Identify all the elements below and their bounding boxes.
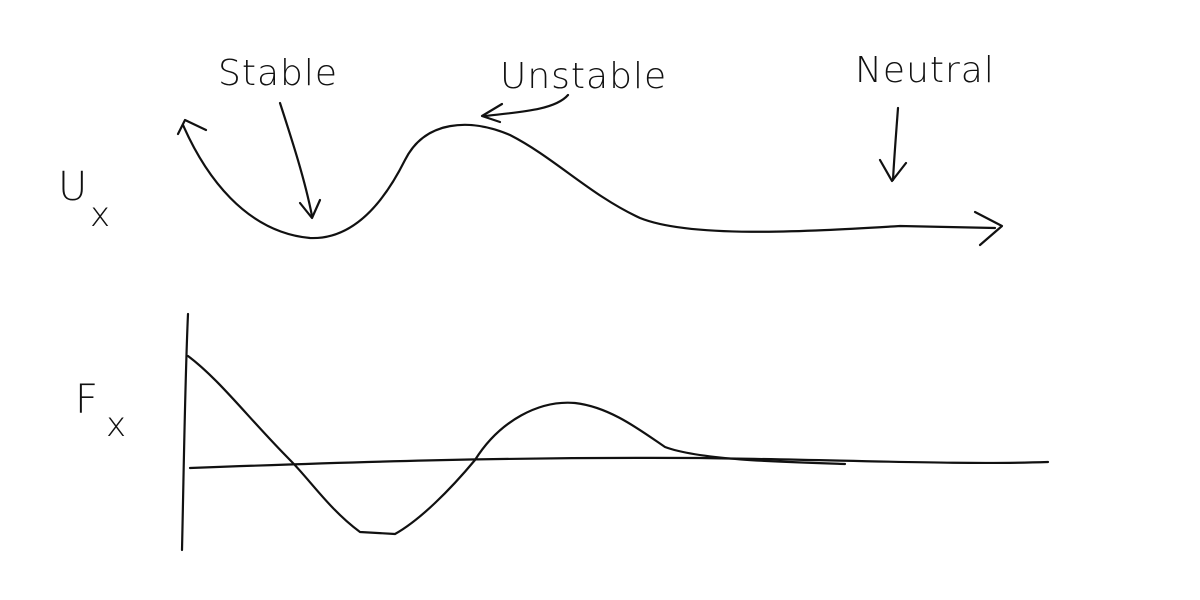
potential-curve-left-arrowhead [176, 118, 208, 136]
potential-energy-curve [181, 123, 997, 240]
stable-arrowhead [298, 198, 322, 220]
force-axis-symbol: F [75, 377, 98, 423]
potential-axis-symbol: U [58, 164, 87, 210]
unstable-arrow [483, 93, 570, 118]
potential-curve-right-arrowhead [973, 210, 1004, 247]
force-axis-subscript: x [106, 405, 126, 445]
unstable-label: Unstable [500, 56, 667, 97]
unstable-arrowhead [480, 102, 504, 124]
stable-arrow [278, 101, 314, 218]
force-vertical-axis [180, 312, 190, 552]
neutral-arrowhead [878, 158, 908, 183]
potential-axis-subscript: x [90, 195, 110, 235]
force-curve [186, 354, 847, 536]
force-horizontal-axis [188, 456, 1050, 470]
force-graph: F x [75, 312, 1050, 552]
stable-label: Stable [218, 53, 338, 94]
neutral-arrow [891, 106, 900, 182]
potential-energy-graph: U x Stable Unstable Neutral [58, 50, 1004, 247]
neutral-label: Neutral [855, 50, 995, 91]
